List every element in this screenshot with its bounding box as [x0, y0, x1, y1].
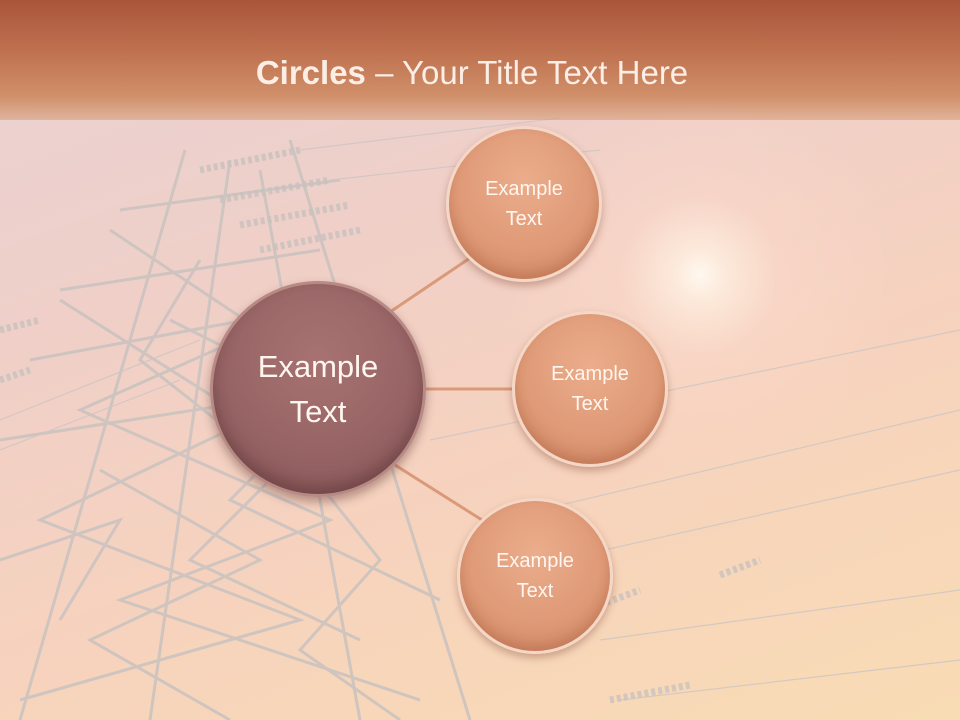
node-circle-top[interactable]: Example Text — [446, 126, 602, 282]
connector-top — [389, 256, 471, 314]
center-circle[interactable]: Example Text — [210, 281, 426, 497]
slide-title: Circles – Your Title Text Here — [0, 54, 944, 92]
title-rest-part: – Your Title Text Here — [365, 54, 689, 91]
node-top-line2: Text — [505, 208, 543, 230]
node-bottom-line1: Example — [496, 550, 574, 572]
node-top-line1: Example — [485, 178, 563, 200]
node-circle-middle[interactable]: Example Text — [512, 311, 668, 467]
center-circle-line1: Example — [257, 349, 379, 384]
title-bar — [0, 0, 960, 120]
center-circle-line2: Text — [289, 394, 347, 429]
node-circle-bottom[interactable]: Example Text — [457, 498, 613, 654]
title-bold-part: Circles — [255, 54, 366, 91]
connector-bottom — [394, 463, 483, 522]
node-middle-line2: Text — [571, 393, 609, 415]
node-middle-line1: Example — [551, 363, 629, 385]
node-bottom-line2: Text — [516, 580, 554, 602]
